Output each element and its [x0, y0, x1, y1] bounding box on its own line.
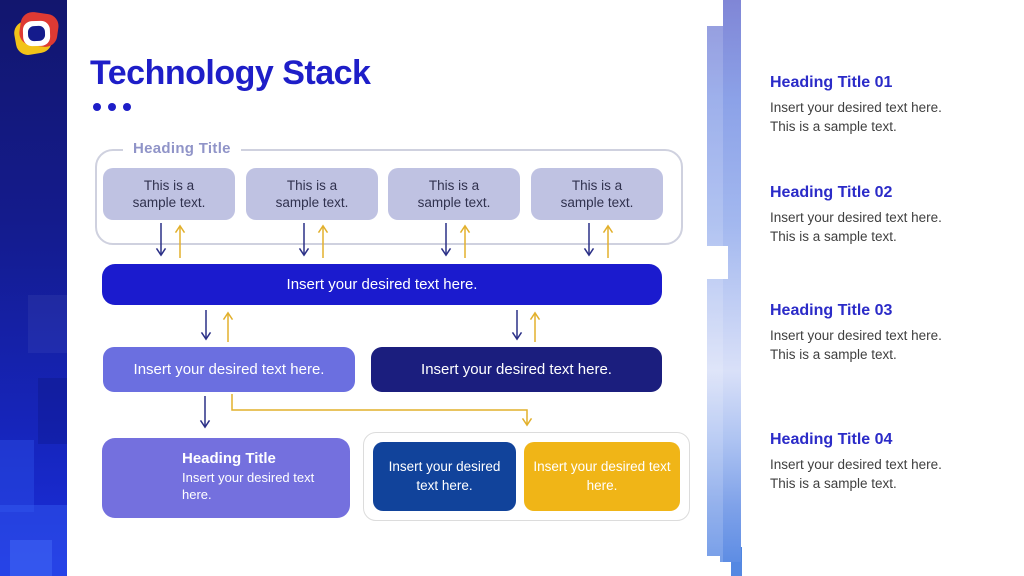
right-panel: Heading Title 01 Insert your desired tex… [742, 0, 1024, 576]
strip-notch [698, 246, 728, 279]
divider-strip-light-column [707, 0, 723, 562]
right-panel-item-title: Heading Title 03 [770, 302, 893, 319]
mid-left-box[interactable]: Insert your desired text here. [103, 347, 355, 392]
right-panel-item-body: Insert your desired text here. This is a… [770, 210, 942, 244]
title-dots [93, 103, 131, 111]
right-panel-item-3: Heading Title 03 Insert your desired tex… [770, 302, 968, 364]
sidebar-mosaic-block [38, 378, 67, 444]
right-panel-item-4: Heading Title 04 Insert your desired tex… [770, 431, 968, 493]
sidebar-mosaic-block [28, 295, 67, 353]
sidebar-mosaic-block [10, 540, 52, 576]
sample-box-1[interactable]: This is a sample text. [103, 168, 235, 220]
bottom-left-title: Heading Title [182, 450, 276, 467]
sample-box-3[interactable]: This is a sample text. [388, 168, 520, 220]
bottom-left-body: Insert your desired text here. [182, 470, 315, 502]
strip-top-cut [707, 0, 723, 26]
right-panel-item-title: Heading Title 02 [770, 184, 893, 201]
sample-box-2[interactable]: This is a sample text. [246, 168, 378, 220]
sample-box-4[interactable]: This is a sample text. [531, 168, 663, 220]
sidebar-mosaic-block [0, 505, 67, 576]
page-title: Technology Stack [90, 54, 371, 92]
right-panel-item-2: Heading Title 02 Insert your desired tex… [770, 184, 968, 246]
sidebar-mosaic-block [0, 440, 34, 512]
bottom-blue-box[interactable]: Insert your desired text here. [373, 442, 516, 511]
left-sidebar [0, 0, 67, 576]
right-panel-item-body: Insert your desired text here. This is a… [770, 328, 942, 362]
squircle-logo-icon [14, 12, 59, 55]
group-label: Heading Title [123, 140, 241, 157]
main-bar[interactable]: Insert your desired text here. [102, 264, 662, 305]
elbow-arrow-yellow [231, 394, 533, 427]
divider-strip [707, 0, 741, 562]
strip-bottom-cut [707, 556, 720, 576]
right-panel-item-1: Heading Title 01 Insert your desired tex… [770, 74, 968, 136]
right-panel-item-body: Insert your desired text here. This is a… [770, 100, 942, 134]
right-panel-item-body: Insert your desired text here. This is a… [770, 457, 942, 491]
right-panel-item-title: Heading Title 04 [770, 431, 893, 448]
right-panel-item-title: Heading Title 01 [770, 74, 893, 91]
bottom-left-box[interactable]: Heading Title Insert your desired text h… [102, 438, 350, 518]
mid-right-box[interactable]: Insert your desired text here. [371, 347, 662, 392]
bottom-yellow-box[interactable]: Insert your desired text here. [524, 442, 680, 511]
